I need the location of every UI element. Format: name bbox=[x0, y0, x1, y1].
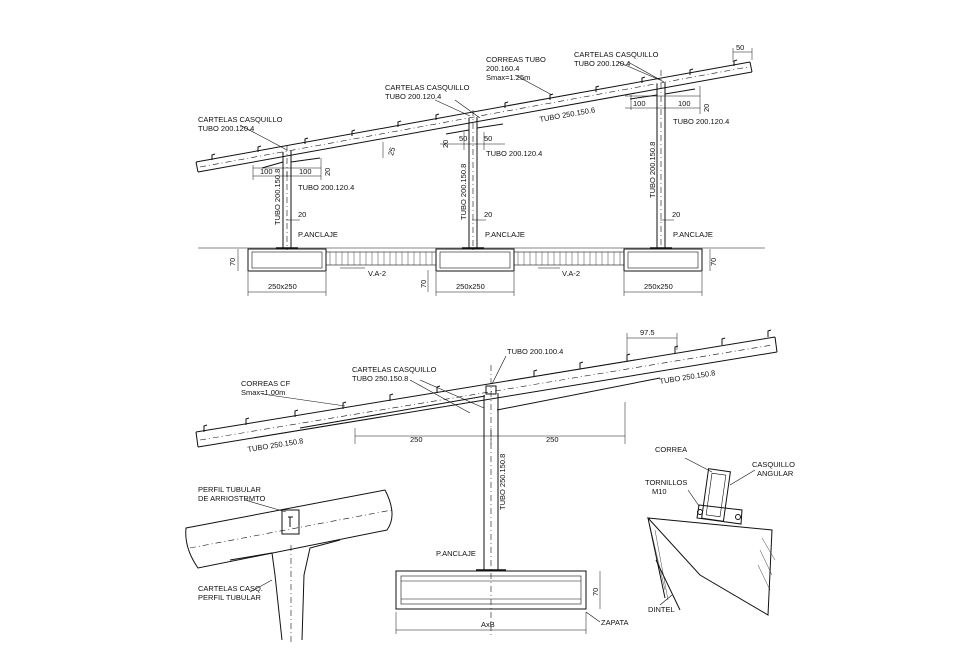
connection-dims bbox=[252, 48, 753, 180]
section-span-right: 250 bbox=[546, 435, 559, 444]
dim-50-mid-b: 50 bbox=[484, 134, 492, 143]
section-footing-size: AxB bbox=[481, 620, 495, 629]
bolt-right bbox=[735, 514, 741, 520]
section-bracket-label-2: TUBO 250.150.8 bbox=[352, 374, 408, 383]
section-lower-right bbox=[496, 377, 661, 411]
strut-middle-label: TUBO 200.120.4 bbox=[486, 149, 542, 158]
dim-50-top: 50 bbox=[736, 43, 744, 52]
section-purlins bbox=[203, 329, 772, 432]
section-span-left: 250 bbox=[410, 435, 423, 444]
column-middle-label: TUBO 200.150.8 bbox=[459, 164, 468, 220]
strut-left-label: TUBO 200.120.4 bbox=[298, 183, 354, 192]
mid-bracket-label-2: TUBO 200.120.4 bbox=[385, 92, 441, 101]
section-footing-height: 70 bbox=[591, 588, 600, 596]
footing-right-size: 250x250 bbox=[644, 282, 673, 291]
detail-tube-label-2: DE ARRIOSTRMTO bbox=[198, 494, 266, 503]
purlin-marks bbox=[211, 59, 738, 160]
lintel-body bbox=[646, 517, 773, 616]
purlin-detail-label: CORREA bbox=[655, 445, 687, 454]
dim-100-right-a: 100 bbox=[633, 99, 646, 108]
footing-height-left: 70 bbox=[228, 258, 237, 266]
purlin-label-3: Smax=1.25m bbox=[486, 73, 530, 82]
footing-mid-size: 250x250 bbox=[456, 282, 485, 291]
section-lower-left bbox=[299, 395, 486, 429]
dim-50-mid-a: 50 bbox=[459, 134, 467, 143]
right-bracket-label-1: CARTELAS CASQUILLO bbox=[574, 50, 659, 59]
foot-dim-mid: 20 bbox=[484, 210, 492, 219]
lintel-label: DINTEL bbox=[648, 605, 675, 614]
section-purlin-label-1: CORREAS CF bbox=[241, 379, 291, 388]
dim-20-right: 20 bbox=[702, 104, 711, 112]
column-middle bbox=[468, 110, 478, 250]
leaders bbox=[239, 61, 665, 269]
detail-bracket-left bbox=[229, 552, 283, 641]
anchor-right-label: P.ANCLAJE bbox=[673, 230, 713, 239]
tie-beam-right-label: V.A-2 bbox=[562, 269, 580, 278]
left-bracket-label-1: CARTELAS CASQUILLO bbox=[198, 115, 283, 124]
section-purlin-label-2: Smax=1.00m bbox=[241, 388, 285, 397]
detail-bracket-label-2: PERFIL TUBULAR bbox=[198, 593, 262, 602]
dim-100-right-b: 100 bbox=[678, 99, 691, 108]
footing-height-mid: 70 bbox=[419, 280, 428, 288]
column-right bbox=[656, 70, 666, 250]
section-column bbox=[483, 365, 499, 635]
tie-beam-left-label: V.A-2 bbox=[368, 269, 386, 278]
section-dims bbox=[354, 333, 678, 634]
beam-label: TUBO 250.150.6 bbox=[539, 105, 596, 124]
detail-beam bbox=[185, 489, 393, 569]
footing-height-right: 70 bbox=[709, 258, 718, 266]
column-left-label: TUBO 200.150.8 bbox=[273, 169, 282, 225]
strut-right-label: TUBO 200.120.4 bbox=[673, 117, 729, 126]
column-right-label: TUBO 200.150.8 bbox=[648, 142, 657, 198]
purlin-section bbox=[701, 468, 731, 522]
dim-20-left: 20 bbox=[323, 168, 332, 176]
dim-20-mid: 20 bbox=[441, 140, 450, 148]
angle-label-1: CASQUILLO bbox=[752, 460, 795, 469]
footing-left-size: 250x250 bbox=[268, 282, 297, 291]
bolt-left bbox=[697, 509, 703, 515]
braces bbox=[261, 88, 696, 169]
foot-dim-right: 20 bbox=[672, 210, 680, 219]
bolts-label-1: TORNILLOS bbox=[645, 478, 687, 487]
detail-right: CORREA CASQUILLO ANGULAR TORNILLOS M10 D… bbox=[645, 445, 795, 616]
mid-bracket-label-1: CARTELAS CASQUILLO bbox=[385, 83, 470, 92]
section-spacing: 97.5 bbox=[640, 328, 655, 337]
dim-100-left-a: 100 bbox=[260, 167, 273, 176]
footing-dims bbox=[237, 249, 711, 296]
section-bracket-label-1: CARTELAS CASQUILLO bbox=[352, 365, 437, 374]
dim-25: 25 bbox=[386, 146, 397, 156]
section-anchor-label: P.ANCLAJE bbox=[436, 549, 476, 558]
section-top-tube-label: TUBO 200.100.4 bbox=[507, 347, 563, 356]
footings bbox=[247, 248, 703, 272]
detail-left: PERFIL TUBULAR DE ARRIOSTRMTO CARTELAS C… bbox=[185, 485, 393, 645]
foot-dim-left: 20 bbox=[298, 210, 306, 219]
section-column-label: TUBO 250.150.8 bbox=[498, 454, 507, 510]
angle-bracket bbox=[696, 504, 743, 525]
left-bracket-label-2: TUBO 200.120.4 bbox=[198, 124, 254, 133]
column-left bbox=[282, 145, 292, 250]
section-beam-label-left: TUBO 250.150.8 bbox=[247, 436, 304, 454]
dim-100-left-b: 100 bbox=[299, 167, 312, 176]
angle-label-2: ANGULAR bbox=[757, 469, 794, 478]
purlin-label-1: CORREAS TUBO bbox=[486, 55, 546, 64]
detail-tube-section bbox=[281, 509, 300, 535]
lintel-hatch bbox=[647, 517, 776, 601]
anchor-mid-label: P.ANCLAJE bbox=[485, 230, 525, 239]
section-beam-label-right: TUBO 250.150.8 bbox=[659, 368, 716, 386]
section-view: CARTELAS CASQUILLO TUBO 250.150.8 TUBO 2… bbox=[195, 328, 778, 635]
detail-tube-label-1: PERFIL TUBULAR bbox=[198, 485, 262, 494]
top-elevation: CARTELAS CASQUILLO TUBO 200.120.4 CARTEL… bbox=[195, 43, 765, 296]
section-leaders bbox=[261, 355, 601, 623]
bolts-label-2: M10 bbox=[652, 487, 667, 496]
section-footing-label: ZAPATA bbox=[601, 618, 629, 627]
right-bracket-label-2: TUBO 200.120.4 bbox=[574, 59, 630, 68]
detail-bracket-right bbox=[301, 539, 341, 641]
anchor-left-label: P.ANCLAJE bbox=[298, 230, 338, 239]
detail-bracket-label-1: CARTELAS CASQ. bbox=[198, 584, 263, 593]
purlin-label-2: 200.160.4 bbox=[486, 64, 519, 73]
tie-beams bbox=[325, 251, 625, 266]
section-footing bbox=[395, 570, 587, 610]
